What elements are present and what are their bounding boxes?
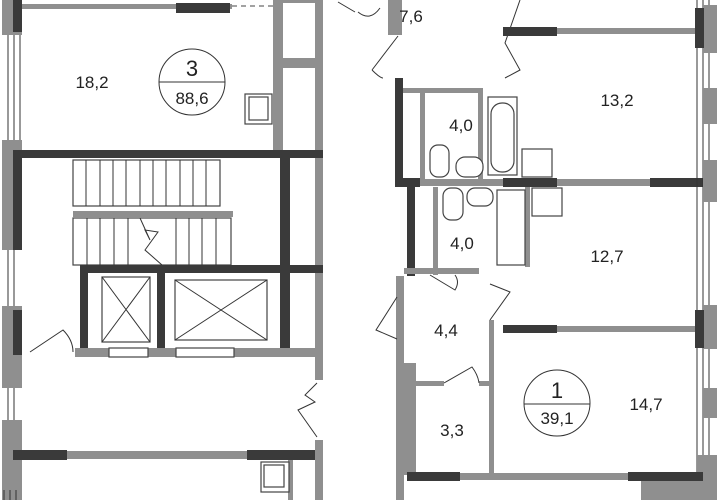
bathtub-icon (496, 189, 526, 266)
sink-icon (521, 148, 553, 178)
apartment-total-area: 88,6 (175, 89, 208, 108)
room-area-storage: 3,3 (440, 421, 464, 440)
sink-icon (531, 187, 563, 217)
apartment-badge-1: 1 39,1 (523, 369, 591, 437)
room-area-living: 18,2 (75, 73, 108, 92)
building-core (13, 150, 323, 500)
apartment-number: 1 (551, 378, 563, 403)
sink-icon (455, 156, 484, 178)
apartment-1: 4,4 3,3 14,7 1 39,1 (375, 268, 703, 500)
apartment-badge-3: 3 88,6 (158, 48, 226, 116)
room-area-bathroom: 4,0 (449, 116, 473, 135)
apartment-3: 18,2 3 88,6 (22, 0, 381, 380)
toilet-icon (429, 144, 450, 178)
elevator-icon (174, 279, 268, 341)
apartment-number: 3 (186, 56, 198, 81)
room-area-bedroom: 12,7 (590, 247, 623, 266)
room-area-bathroom: 4,0 (450, 234, 474, 253)
room-area-bedroom: 13,2 (600, 91, 633, 110)
toilet-icon (442, 187, 464, 221)
sink-icon (466, 187, 494, 207)
right-facade (695, 0, 717, 500)
room-area-hall: 7,6 (399, 7, 423, 26)
left-facade (2, 0, 22, 500)
room-area-room: 14,7 (629, 395, 662, 414)
elevator-icon (101, 276, 151, 343)
apartment-2: 7,6 4,0 13,2 4,0 12,7 (371, 0, 703, 276)
stairs-icon (72, 159, 233, 266)
apartment-total-area: 39,1 (540, 409, 573, 428)
room-area-hall: 4,4 (434, 321, 458, 340)
